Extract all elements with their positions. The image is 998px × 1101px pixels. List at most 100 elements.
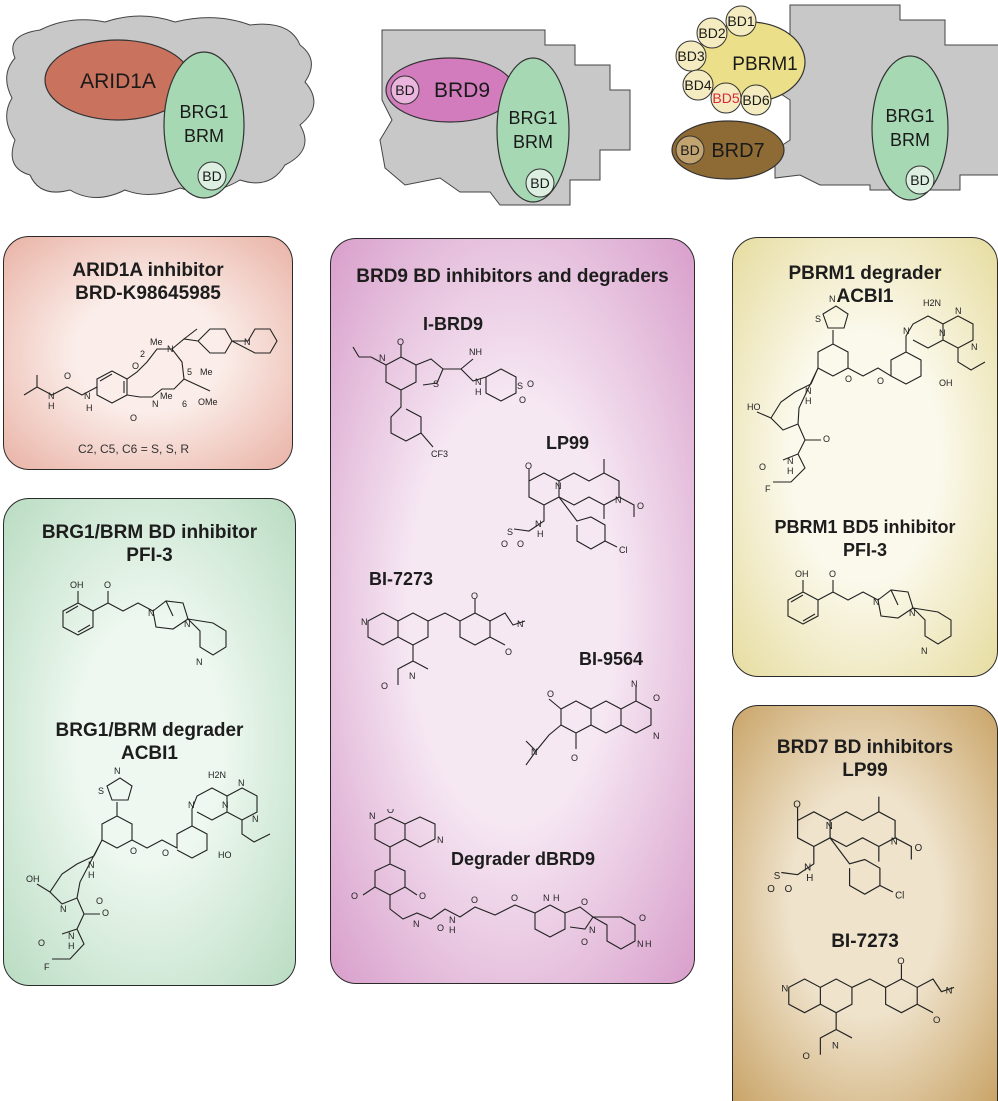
ibrd9-atom-0: O — [397, 337, 404, 347]
bi9564-atom-3: N — [653, 731, 660, 741]
brd7-title-line1: BRD7 BD inhibitors — [776, 737, 954, 758]
bd3-circle — [675, 40, 707, 72]
lp99-brd9-atom-0: O — [525, 461, 532, 471]
lp99-brd7-atom-9: Cl — [895, 891, 904, 902]
ibrd9-atom-5: H — [475, 387, 482, 397]
lp99-brd7-atom-4: S — [774, 871, 781, 882]
complex-brd9: BD BRD9 BRG1 BRM BD — [379, 29, 631, 206]
acbi1-brg-atom-17: H — [68, 941, 75, 951]
structure-acbi1-brg: N S H2N N N N N OH HO N O O O N H O N H … — [26, 766, 271, 972]
bd4-circle — [682, 69, 714, 101]
acbi1-pbrm1-atom-2: H2N — [923, 298, 941, 308]
structure-lp99-brd9: O N N O S O O N H Cl — [501, 459, 644, 555]
pfi3-brg-atom-0: OH — [70, 580, 84, 590]
dbrd9-atom-6: O — [437, 923, 444, 933]
acbi1-brg-atom-19: F — [44, 962, 50, 972]
ibrd9-atom-3: NH — [469, 347, 482, 357]
brg-title2-line2: ACBI1 — [120, 743, 178, 764]
pfi3-pbrm1-atom-2: N — [873, 597, 880, 607]
bi7273-brd9-atom-1: O — [381, 681, 388, 691]
pfi3-brg-atom-2: N — [148, 608, 155, 618]
acbi1-brg-atom-6: N — [252, 814, 259, 824]
arid-atom-6: Me — [200, 367, 213, 377]
bi9564-atom-0: O — [547, 689, 554, 699]
bd-right-label: BD — [910, 172, 929, 188]
pbrm1-inhibitor-title: PBRM1 BD5 inhibitor PFI-3 — [733, 516, 997, 562]
acbi1-pbrm1-atom-4: N — [939, 328, 946, 338]
brd9-box-title: BRD9 BD inhibitors and degraders — [356, 266, 669, 287]
brd7-label: BRD7 — [711, 140, 764, 162]
dbrd9-atom-8: H — [449, 925, 456, 935]
arid-atom-15: H — [48, 401, 55, 411]
bi7273-brd9-atom-0: N — [361, 617, 368, 627]
lp99-brd9-atom-6: O — [517, 539, 524, 549]
dbrd9-atom-10: O — [511, 893, 518, 903]
brd9-label: BRD9 — [434, 79, 490, 102]
arid1a-stereo-note: C2, C5, C6 = S, S, R — [78, 442, 190, 456]
acbi1-brg-atom-4: N — [222, 800, 229, 810]
bd-left — [197, 161, 227, 191]
arid-atom-1: 2 — [140, 349, 145, 359]
dbrd9-atom-16: N — [637, 939, 644, 949]
arid-atom-2: N — [167, 344, 174, 354]
arid-atom-7: O — [130, 413, 137, 423]
pbrm1-label: PBRM1 — [732, 54, 797, 75]
brg-title2-line1: BRG1/BRM degrader — [55, 720, 244, 741]
bd1-label: BD1 — [727, 13, 754, 29]
compound-dbrd9: Degrader dBRD9 — [451, 849, 596, 869]
lp99-brd7-atom-2: N — [891, 836, 898, 847]
acbi1-pbrm1-atom-16: O — [759, 462, 766, 472]
brg-degrader-title: BRG1/BRM degrader ACBI1 — [4, 719, 295, 765]
bi9564-atom-2: O — [653, 693, 660, 703]
bd2-circle — [696, 17, 728, 49]
acbi1-pbrm1-atom-10: O — [877, 376, 884, 386]
pfi3-brg-atom-4: N — [196, 657, 203, 667]
lp99-brd7-atom-5: O — [767, 884, 775, 895]
bi7273-brd7-atom-2: N — [832, 1040, 839, 1051]
structure-pfi3-brg: OH O N N N — [62, 580, 227, 667]
bi7273-brd7-atom-4: N — [946, 986, 953, 997]
lp99-brd7-atom-8: H — [806, 873, 813, 884]
dbrd9-atom-7: N — [449, 915, 456, 925]
acbi1-pbrm1-atom-13: O — [823, 434, 830, 444]
ibrd9-atom-1: N — [379, 353, 386, 363]
brd9-bd — [390, 75, 420, 105]
dbrd9-atom-3: O — [351, 891, 358, 901]
bd2-label: BD2 — [698, 25, 725, 41]
box-pbrm1: PBRM1 degrader ACBI1 N S H2N N N N N HO … — [732, 237, 998, 677]
acbi1-pbrm1-atom-14: N — [787, 456, 794, 466]
arid-atom-10: 6 — [182, 399, 187, 409]
dbrd9-atom-18: O — [639, 913, 646, 923]
complex-arid1a: ARID1A BRG1 BRM BD — [6, 15, 315, 199]
dbrd9-atom-15: O — [581, 937, 588, 947]
bi7273-brd9-atom-4: N — [517, 619, 524, 629]
acbi1-pbrm1-atom-0: N — [829, 294, 836, 304]
dbrd9-atom-11: N — [543, 893, 550, 903]
arid-atom-8: N — [152, 399, 159, 409]
bd-middle-label: BD — [530, 175, 549, 191]
acbi1-pbrm1-atom-15: H — [787, 466, 794, 476]
structure-bi9564: O N O N O N — [525, 679, 660, 766]
brd7-title: BRD7 BD inhibitors LP99 — [733, 736, 997, 782]
pfi3-pbrm1-atom-1: O — [829, 569, 836, 579]
brg1-label-right: BRG1 — [885, 106, 934, 126]
brd7-subunit — [671, 120, 785, 180]
brg1-label-left: BRG1 — [179, 102, 228, 122]
lp99-brd9-atom-1: N — [555, 481, 562, 491]
brg-inhibitor-title: BRG1/BRM BD inhibitor PFI-3 — [4, 521, 295, 567]
acbi1-brg-atom-11: O — [162, 848, 169, 858]
bi7273-brd9-atom-5: O — [505, 647, 512, 657]
arid1a-title-line1: ARID1A inhibitor — [72, 260, 224, 281]
pfi3-brg-atom-3: N — [184, 619, 191, 629]
arid-atom-16: N — [48, 391, 55, 401]
lp99-brd9-atom-2: N — [615, 495, 622, 505]
acbi1-brg-atom-14: H — [88, 870, 95, 880]
arid-atom-12: N — [84, 391, 91, 401]
arid-atom-0: Me — [150, 337, 163, 347]
dbrd9-atom-1: O — [387, 809, 394, 815]
pfi3-pbrm1-atom-4: N — [921, 646, 928, 656]
bi7273-brd7-atom-1: O — [802, 1051, 809, 1062]
bi7273-brd9-atom-2: N — [409, 671, 416, 681]
brd7-bd — [675, 135, 705, 165]
bd-right — [905, 165, 935, 195]
